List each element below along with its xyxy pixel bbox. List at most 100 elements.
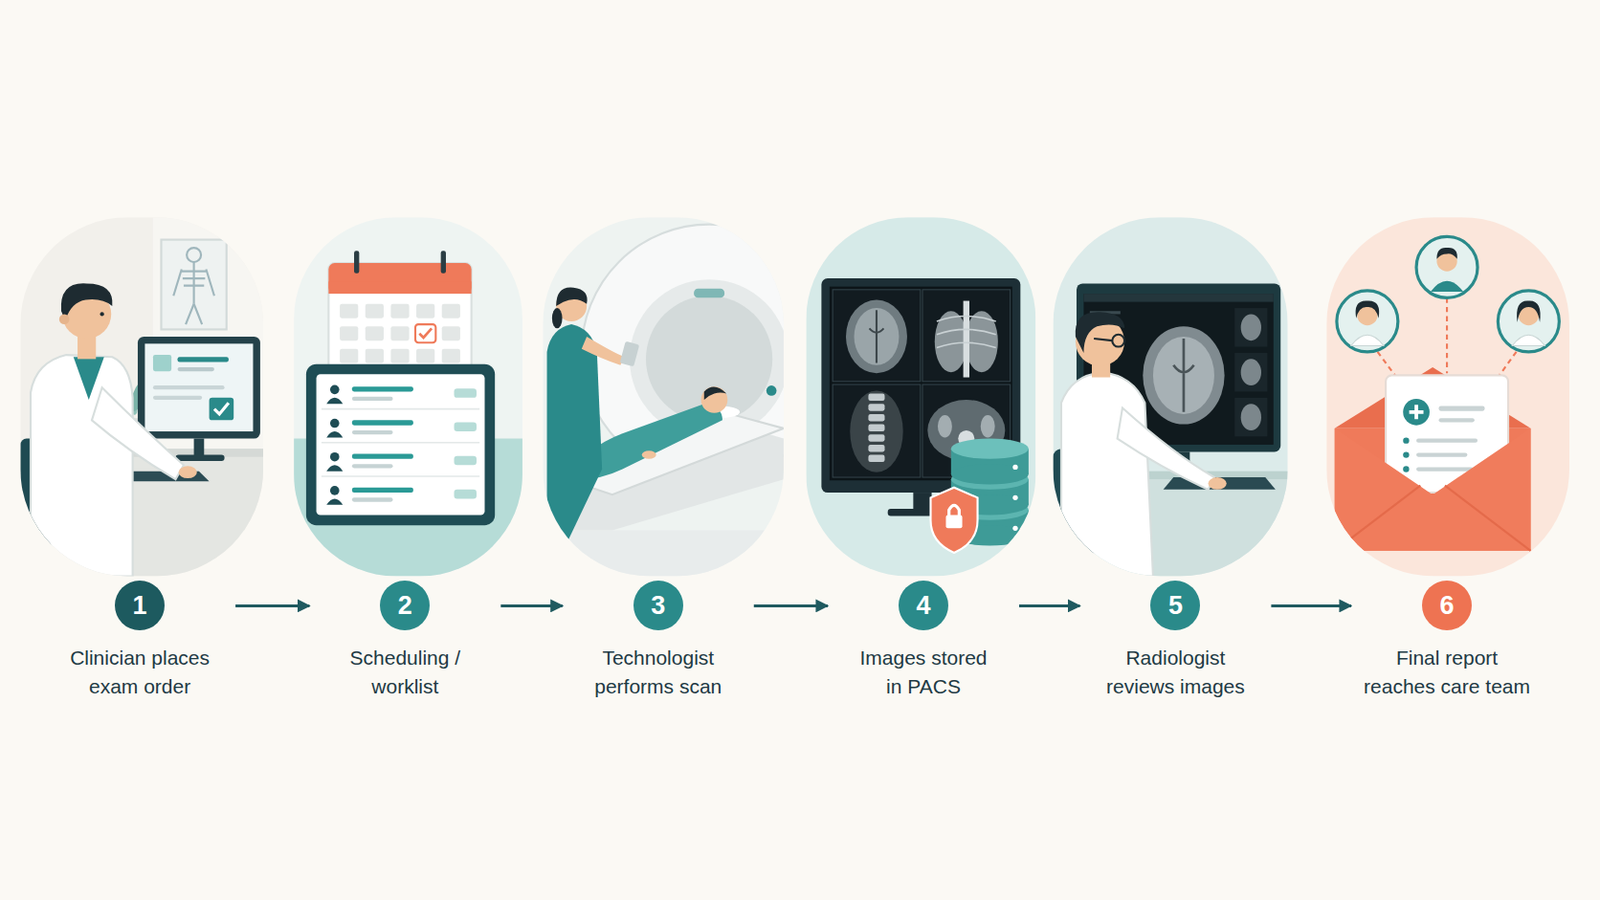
- step-node: 5Radiologist reviews images: [1079, 580, 1271, 702]
- scheduling-scene-part-part: [352, 454, 414, 460]
- clinician-scene-part: [91, 387, 184, 480]
- clinician-scene-part: [20, 217, 264, 577]
- radiologist-scene-part: [1142, 326, 1224, 424]
- scheduling-scene-part-part: [326, 465, 343, 471]
- scheduling-scene-part: [365, 304, 384, 319]
- step-label: Clinician places exam order: [54, 644, 225, 702]
- pacs-scene-part: [1012, 526, 1018, 532]
- step-node: 3Technologist performs scan: [562, 580, 755, 702]
- pacs-scene: [805, 217, 1036, 577]
- scheduling-scene-part: [365, 326, 384, 341]
- report-scene-part: [1336, 290, 1399, 353]
- clinician-scene-part: [177, 367, 215, 372]
- scanner-scene-part: [542, 530, 784, 577]
- report-scene-part: [1445, 297, 1448, 374]
- report-scene-part: [1402, 466, 1409, 472]
- scheduling-scene-part-part: [454, 489, 477, 500]
- clinician-scene-part: [205, 269, 215, 297]
- report-scene-part: [1430, 281, 1464, 292]
- step-label: Radiologist reviews images: [1096, 644, 1255, 702]
- step-label: Technologist performs scan: [573, 644, 744, 702]
- pacs-scene-part: [867, 424, 885, 432]
- clinician-scene-part: [59, 313, 70, 325]
- radiologist-scene-part: [1173, 338, 1194, 413]
- scheduling-scene-part-part: [330, 486, 340, 496]
- scanner-scene-part: [547, 324, 603, 577]
- scheduling-scene-part-part: [454, 456, 477, 467]
- report-scene: [1326, 217, 1570, 577]
- scanner-scene-part: [704, 387, 727, 400]
- pacs-scene-part: [1012, 495, 1018, 501]
- step-number: 2: [379, 580, 430, 631]
- step-node: 2Scheduling / worklist: [309, 580, 501, 702]
- report-scene-part: [1334, 428, 1532, 552]
- step-node: 1Clinician places exam order: [44, 580, 236, 702]
- scheduling-scene-part: [316, 374, 486, 515]
- flow-arrow: [754, 604, 828, 608]
- scheduling-scene-part: [365, 349, 384, 364]
- scheduling-scene-part: [293, 217, 523, 577]
- clinician-scene: [20, 217, 264, 577]
- scanner-scene-part: [693, 288, 725, 299]
- clinician-scene-part: [160, 240, 226, 331]
- scheduling-scene-part: [390, 349, 409, 364]
- radiologist-scene-part: [1163, 477, 1276, 490]
- scheduling-scene-part-part: [321, 442, 480, 445]
- clinician-scene-part: [61, 283, 113, 321]
- pacs-scene-part: [980, 415, 996, 438]
- report-scene-part: [1416, 439, 1478, 444]
- scheduling-scene-part-part: [352, 430, 394, 435]
- pacs-scene-part: [951, 439, 1029, 460]
- scheduling-scene-part: [328, 281, 471, 294]
- clinician-scene-part: [153, 355, 172, 372]
- report-scene-part: [1516, 301, 1541, 323]
- report-scene-part: [1439, 405, 1486, 411]
- clinician-scene-part: [183, 285, 204, 288]
- radiologist-scene-part: [1083, 293, 1273, 303]
- clinician-scene-part: [30, 355, 134, 577]
- radiologist-scene-part: [1241, 403, 1262, 431]
- scheduling-scene-part-part: [352, 420, 414, 425]
- scanner-scene: [542, 217, 784, 577]
- radiologist-scene: [1052, 217, 1288, 577]
- clinician-scene-part: [153, 385, 225, 390]
- scheduling-scene-part: [416, 349, 435, 364]
- scheduling-scene-part-part: [352, 397, 394, 401]
- pacs-scene-part: [867, 414, 885, 422]
- radiologist-scene-part: [1117, 408, 1215, 490]
- step-label: Scheduling / worklist: [326, 644, 485, 702]
- scheduling-scene-part: [306, 364, 495, 526]
- report-scene-part: [1334, 486, 1532, 552]
- step-label: Final report reaches care team: [1358, 644, 1536, 702]
- step-number: 3: [633, 580, 684, 631]
- scheduling-scene-part-part: [330, 452, 340, 463]
- pacs-scene-part: [805, 217, 1036, 577]
- pacs-scene-part: [930, 488, 978, 554]
- scheduling-scene-part: [321, 385, 480, 506]
- clinician-scene-part: [194, 304, 203, 325]
- scheduling-scene-part-part: [326, 431, 343, 438]
- scanner-scene-part: [552, 308, 563, 329]
- pacs-scene-part: [832, 289, 921, 382]
- pacs-scene-part: [922, 289, 1011, 382]
- radiologist-scene-part: [1052, 217, 1288, 577]
- radiologist-scene-part: [1111, 334, 1125, 348]
- clinician-scene-part: [177, 356, 229, 362]
- clinician-scene-part: [194, 439, 205, 458]
- flow-arrow: [1270, 604, 1352, 608]
- report-scene-part: [1436, 247, 1457, 260]
- pacs-scene-part: [867, 444, 885, 452]
- scheduling-scene-part: [442, 349, 461, 364]
- scheduling-scene-part-part: [352, 386, 414, 392]
- pacs-scene-part: [949, 505, 960, 516]
- scheduling-scene-part: [419, 328, 432, 338]
- scheduling-scene-part-part: [352, 497, 394, 502]
- report-scene-part: [1351, 334, 1384, 346]
- scanner-scene-part: [645, 295, 773, 423]
- pacs-scene-part: [869, 310, 885, 363]
- scheduling-scene-part-part: [330, 385, 340, 396]
- clinician-scene-part: [175, 455, 224, 462]
- scanner-scene-part: [581, 336, 625, 366]
- scheduling-scene-part-part: [321, 475, 480, 478]
- report-scene-part: [1402, 437, 1409, 444]
